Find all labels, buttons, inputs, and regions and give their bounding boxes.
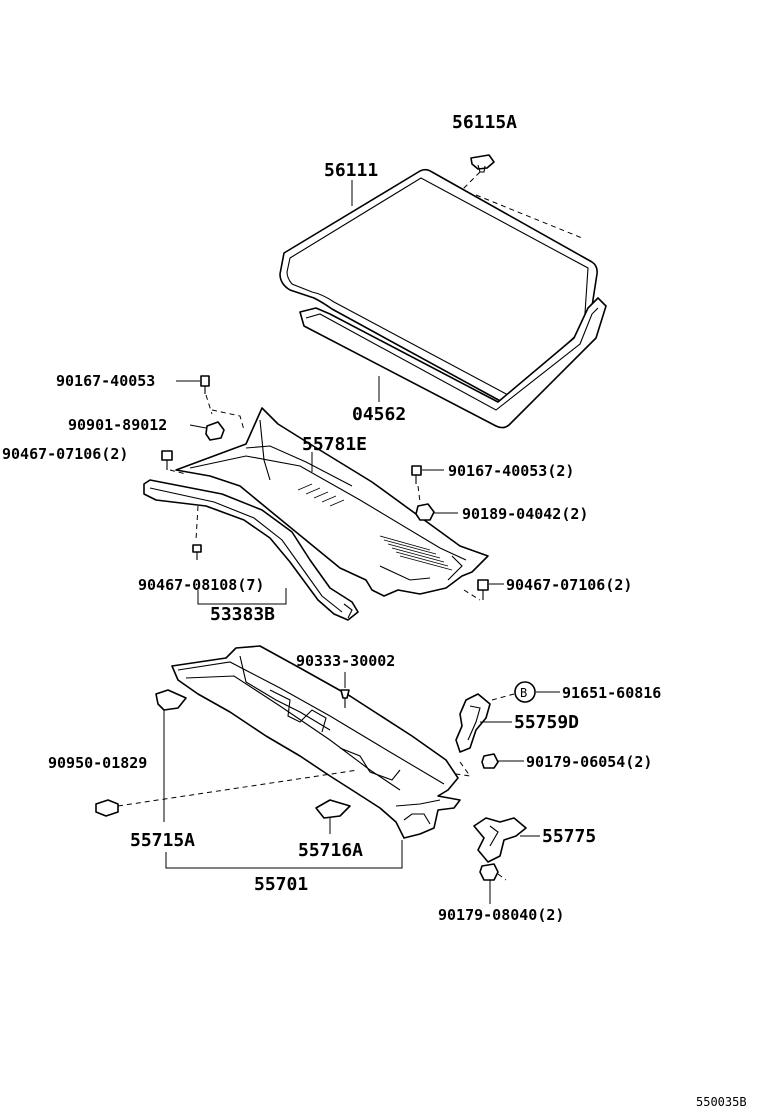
windshield-dam	[299, 297, 607, 429]
label-55716A: 55716A	[298, 840, 363, 861]
label-90179-08040: 90179-08040(2)	[438, 906, 564, 924]
bracket-a-left-part	[155, 689, 187, 711]
nut-bracket-part	[481, 753, 499, 769]
leader-clip-seal-dash	[195, 505, 199, 541]
louver-cowl-top	[175, 407, 489, 597]
leader-screw-rl-dash	[463, 589, 481, 601]
label-56115A: 56115A	[452, 112, 517, 133]
leader-screw-ul-dash	[205, 394, 213, 415]
leader-plug-dash	[117, 769, 359, 807]
label-90467-08108: 90467-08108(7)	[138, 576, 264, 594]
label-90189-04042: 90189-04042(2)	[462, 505, 588, 523]
leader-nut-lower-dash	[497, 873, 507, 881]
label-ref-b: B	[520, 686, 527, 700]
label-90467-07106-left: 90467-07106(2)	[2, 445, 128, 463]
bracket-right-part	[473, 817, 527, 863]
label-53383B: 53383B	[210, 604, 275, 625]
label-90167-40053-2: 90167-40053(2)	[448, 462, 574, 480]
leader-clip-dash-2	[475, 194, 583, 239]
leader-screw-left-dash	[169, 469, 187, 475]
screw-upper-left-part	[200, 375, 210, 394]
label-55759D: 55759D	[514, 712, 579, 733]
clip-seal-part	[192, 544, 202, 560]
cowl-panel	[171, 645, 461, 839]
label-55701: 55701	[254, 874, 308, 895]
label-90467-07106-right: 90467-07106(2)	[506, 576, 632, 594]
label-90179-06054: 90179-06054(2)	[526, 753, 652, 771]
leader-53383B	[197, 588, 287, 605]
screw-left-part	[161, 450, 173, 470]
label-55781E: 55781E	[302, 434, 367, 455]
label-90167-40053: 90167-40053	[56, 372, 155, 390]
leader-55701	[165, 840, 403, 869]
seal-cowl-top	[143, 479, 359, 621]
label-04562: 04562	[352, 404, 406, 425]
grommet-bolt-part	[340, 689, 350, 708]
leader-nut-bracket-dash	[455, 761, 472, 777]
leader-ref-b-dash	[491, 693, 515, 701]
label-56111: 56111	[324, 160, 378, 181]
label-90901-89012: 90901-89012	[68, 416, 167, 434]
windshield-clip	[470, 154, 495, 173]
ref-b-circle	[514, 681, 536, 703]
bracket-a-mid-part	[315, 799, 351, 819]
leader-nut-left-dash	[211, 409, 245, 431]
nut-bracket-lower-part	[479, 863, 499, 881]
label-90950-01829: 90950-01829	[48, 754, 147, 772]
screw-right-top-part	[411, 465, 422, 484]
plug-hole-part	[95, 799, 119, 817]
label-55715A: 55715A	[130, 830, 195, 851]
label-55775: 55775	[542, 826, 596, 847]
nut-right-part	[415, 503, 435, 521]
nut-left-part	[205, 421, 225, 441]
leader-clip-dash	[461, 171, 481, 191]
leader-screw-rt-dash	[417, 485, 421, 503]
bracket-d-part	[455, 693, 491, 753]
screw-right-lower-part	[477, 579, 489, 600]
label-90333-30002: 90333-30002	[296, 652, 395, 670]
label-91651-60816: 91651-60816	[562, 684, 661, 702]
leader-nut-left	[189, 424, 207, 429]
diagram-code: 550035B	[696, 1095, 747, 1109]
